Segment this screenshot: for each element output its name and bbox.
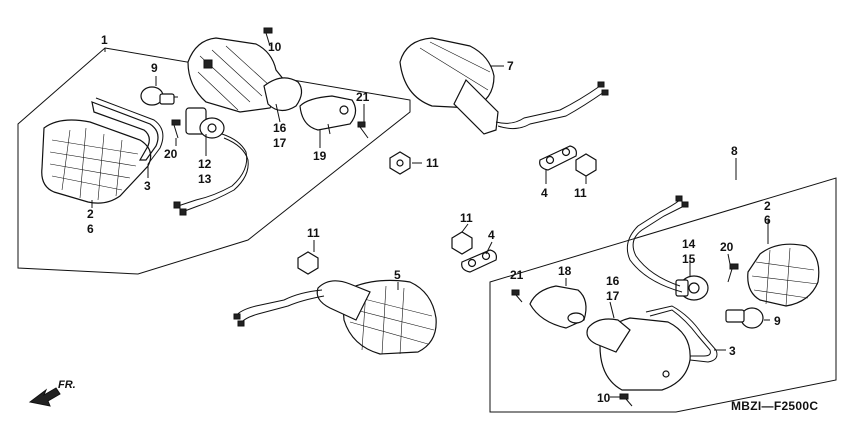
callout-20-left: 20	[164, 147, 178, 161]
callout-5: 5	[394, 268, 401, 282]
turn-signal-7	[399, 37, 609, 135]
assembly-group-1	[17, 47, 411, 275]
callout-4-top: 4	[541, 186, 548, 200]
diagram-code: MBZI—F2500C	[731, 399, 818, 413]
leader-lines	[91, 65, 770, 398]
callout-8: 8	[731, 144, 738, 158]
lens-left	[41, 119, 152, 204]
callout-2-right: 2	[764, 199, 771, 213]
callout-20-right: 20	[720, 240, 734, 254]
callout-6-right: 6	[764, 213, 771, 227]
bracket-18	[529, 285, 587, 329]
arrow-icon	[28, 387, 61, 407]
lens-right	[747, 243, 820, 307]
callout-3-left: 3	[144, 179, 151, 193]
bracket-19	[299, 95, 357, 135]
callout-12: 12	[198, 157, 212, 171]
callout-4-lower: 4	[488, 228, 495, 242]
housing-right	[586, 317, 691, 391]
callout-21-right: 21	[510, 268, 524, 282]
nut-11-lower	[451, 231, 473, 255]
callout-14: 14	[682, 237, 696, 251]
callout-2-left: 2	[87, 207, 94, 221]
callout-13: 13	[198, 172, 212, 186]
callout-18: 18	[558, 264, 572, 278]
screw-10-top	[263, 27, 273, 47]
callout-17-left: 17	[273, 136, 287, 150]
callout-19: 19	[313, 149, 327, 163]
callout-17-right: 17	[606, 289, 620, 303]
gasket-right	[645, 305, 718, 363]
callout-7: 7	[507, 59, 514, 73]
callout-11-lower: 11	[460, 211, 473, 225]
screw-20-left	[171, 119, 181, 139]
washer-4-top	[539, 145, 577, 171]
bulb-left	[140, 86, 178, 106]
screw-20-right	[727, 263, 739, 283]
callout-15: 15	[682, 252, 696, 266]
screw-21-right	[511, 289, 523, 303]
screw-21-top	[357, 121, 369, 139]
callout-9-right: 9	[774, 314, 781, 328]
nut-11-mid	[297, 251, 319, 275]
callout-10-top: 10	[268, 40, 282, 54]
callout-1: 1	[101, 33, 108, 47]
housing-left	[187, 37, 303, 113]
callout-10-bottom: 10	[597, 391, 611, 405]
socket-right	[626, 195, 709, 301]
turn-signal-5	[233, 279, 437, 355]
bulb-right	[725, 307, 764, 329]
gasket-left	[91, 97, 164, 165]
assembly-group-8	[489, 177, 837, 413]
front-direction-indicator: FR.	[28, 379, 76, 407]
callout-11-right: 11	[574, 186, 587, 200]
callout-6-left: 6	[87, 222, 94, 236]
callout-9-left: 9	[151, 61, 158, 75]
screw-10-bottom	[619, 393, 633, 407]
callout-16-right: 16	[606, 274, 620, 288]
nut-11-top	[389, 151, 411, 175]
callout-labels: 1 2 6 3 9 20 12 13 10 16 17 19 21 7 11 4…	[87, 33, 781, 405]
nut-11-right	[575, 153, 597, 177]
callout-16-left: 16	[273, 121, 287, 135]
callout-11-mid: 11	[307, 226, 320, 240]
callout-3-right: 3	[729, 344, 736, 358]
socket-left	[173, 107, 249, 216]
washer-4-lower	[461, 249, 497, 273]
callout-21-top: 21	[356, 90, 370, 104]
callout-11-top: 11	[426, 156, 439, 170]
direction-label: FR.	[58, 379, 76, 391]
